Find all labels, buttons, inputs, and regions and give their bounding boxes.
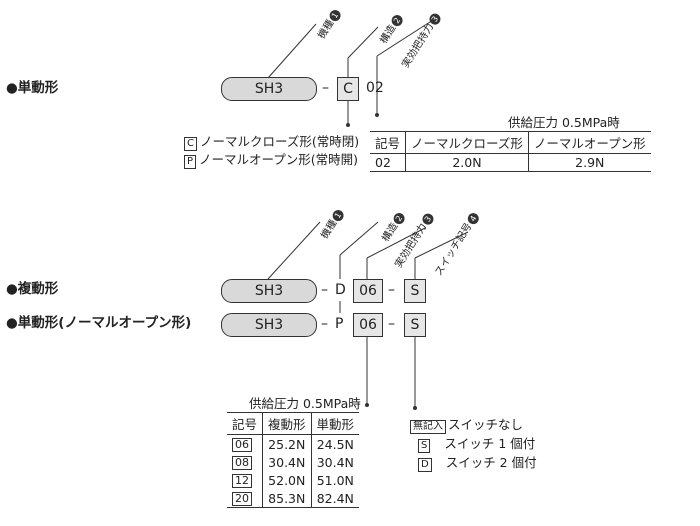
separator-dash: – bbox=[322, 80, 329, 96]
table-row: 12 52.0N 51.0N bbox=[227, 471, 359, 489]
table-row: 06 25.2N 24.5N bbox=[227, 434, 359, 453]
force-code-box-single: 06 bbox=[353, 313, 383, 337]
table-cell: 85.3N bbox=[262, 489, 312, 508]
force-code-box-double: 06 bbox=[353, 279, 383, 303]
force-table-single: 記号 ノーマルクローズ形 ノーマルオープン形 02 2.0N 2.9N bbox=[370, 131, 651, 172]
separator-dash: – bbox=[388, 282, 395, 298]
table-cell-code: 20 bbox=[232, 492, 252, 506]
table-row: 08 30.4N 30.4N bbox=[227, 453, 359, 471]
switch-code-box-single: S bbox=[404, 313, 426, 337]
force-table-caption: 供給圧力 0.5MPa時 bbox=[249, 396, 361, 411]
table-cell: 30.4N bbox=[316, 454, 354, 470]
table-header: ノーマルオープン形 bbox=[533, 136, 646, 151]
force-table-double-single: 記号 複動形 単動形 06 25.2N 24.5N 08 30.4N 30.4N… bbox=[227, 412, 360, 508]
table-header: 記号 bbox=[370, 131, 407, 154]
section-title-double-acting: ●複動形 bbox=[6, 281, 59, 297]
separator-dash: – bbox=[321, 316, 328, 332]
switch-code-box-double: S bbox=[404, 279, 426, 303]
model-code-sh3-single: SH3 bbox=[221, 313, 317, 337]
table-cell: 51.0N bbox=[316, 472, 354, 488]
separator-dash: – bbox=[321, 282, 328, 298]
table-cell: 02 bbox=[370, 153, 407, 172]
table-cell: 25.2N bbox=[262, 434, 312, 453]
table-cell-code: 12 bbox=[232, 474, 252, 488]
structure-code-p: P bbox=[335, 316, 344, 332]
table-cell: 52.0N bbox=[262, 471, 312, 489]
section-title-single-normally-open: ●単動形(ノーマルオープン形) bbox=[6, 315, 192, 331]
force-table-caption: 供給圧力 0.5MPa時 bbox=[508, 115, 620, 130]
table-header: 単動形 bbox=[316, 417, 355, 432]
table-cell: 24.5N bbox=[316, 436, 354, 452]
table-row: 02 2.0N 2.9N bbox=[370, 153, 651, 172]
table-cell: 30.4N bbox=[262, 453, 312, 471]
table-cell-code: 08 bbox=[232, 456, 252, 470]
force-code: 02 bbox=[366, 80, 384, 96]
structure-code-d: D bbox=[335, 282, 346, 298]
separator-dash: – bbox=[388, 316, 395, 332]
section-title-single-acting: ●単動形 bbox=[6, 80, 59, 96]
structure-code-box: C bbox=[337, 77, 359, 101]
option-item: 無記入スイッチなし bbox=[410, 415, 537, 434]
model-code-sh3-double: SH3 bbox=[221, 279, 317, 303]
model-code-sh3: SH3 bbox=[221, 77, 317, 101]
table-cell: 82.4N bbox=[316, 490, 354, 506]
table-cell-code: 06 bbox=[232, 438, 252, 452]
table-header: 複動形 bbox=[262, 412, 312, 435]
table-cell: 2.0N bbox=[405, 153, 529, 172]
table-header: ノーマルクローズ形 bbox=[405, 131, 529, 154]
table-header: 記号 bbox=[227, 412, 264, 435]
table-row: 20 85.3N 82.4N bbox=[227, 489, 359, 508]
table-cell: 2.9N bbox=[575, 155, 605, 170]
